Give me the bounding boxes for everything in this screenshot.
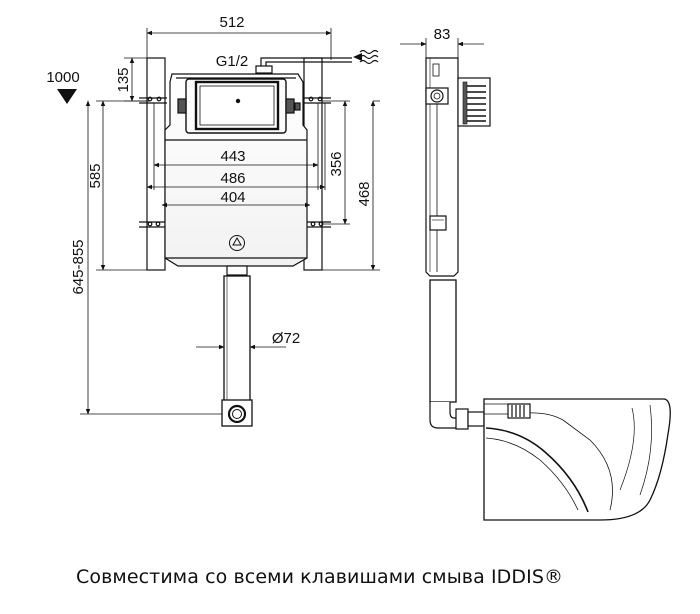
water-wave-icon xyxy=(359,49,379,65)
toilet-bowl xyxy=(483,398,671,521)
top-bracket-right xyxy=(302,96,331,104)
dim-g12: G1/2 xyxy=(216,53,249,70)
dim-486: 486 xyxy=(220,170,245,187)
side-flush-holder xyxy=(429,215,447,231)
compatibility-caption: Совместима со всеми клавишами смыва IDDI… xyxy=(76,566,564,588)
service-opening xyxy=(194,80,280,131)
dim-356: 356 xyxy=(328,151,345,176)
drain-outlet xyxy=(227,404,247,424)
drain-pipe xyxy=(223,275,251,411)
dim-1000: 1000 xyxy=(46,69,79,86)
dim-135: 135 xyxy=(115,67,132,92)
triangle-down-icon xyxy=(57,89,77,104)
dim-83: 83 xyxy=(434,26,451,43)
inlet-arrow xyxy=(353,53,362,61)
bowl-inlet-connector xyxy=(507,403,531,419)
side-clip-left xyxy=(177,98,187,114)
drain-collar xyxy=(226,265,248,276)
dim-diameter-72: Ø72 xyxy=(272,330,300,347)
frame-left-post xyxy=(146,57,166,271)
side-drain-pipe xyxy=(429,279,457,403)
dim-468: 468 xyxy=(356,181,373,206)
dim-404: 404 xyxy=(220,189,245,206)
side-valve xyxy=(425,87,449,105)
side-clip-right xyxy=(285,98,295,114)
dim-443: 443 xyxy=(220,148,245,165)
lower-bracket-left xyxy=(139,221,167,228)
dim-645-855: 645-855 xyxy=(70,239,87,294)
front-view xyxy=(139,57,352,427)
front-dimensions xyxy=(80,28,380,415)
dim-585: 585 xyxy=(87,163,104,188)
dim-512: 512 xyxy=(219,14,244,31)
side-view xyxy=(400,38,671,521)
recycle-icon xyxy=(229,235,245,251)
